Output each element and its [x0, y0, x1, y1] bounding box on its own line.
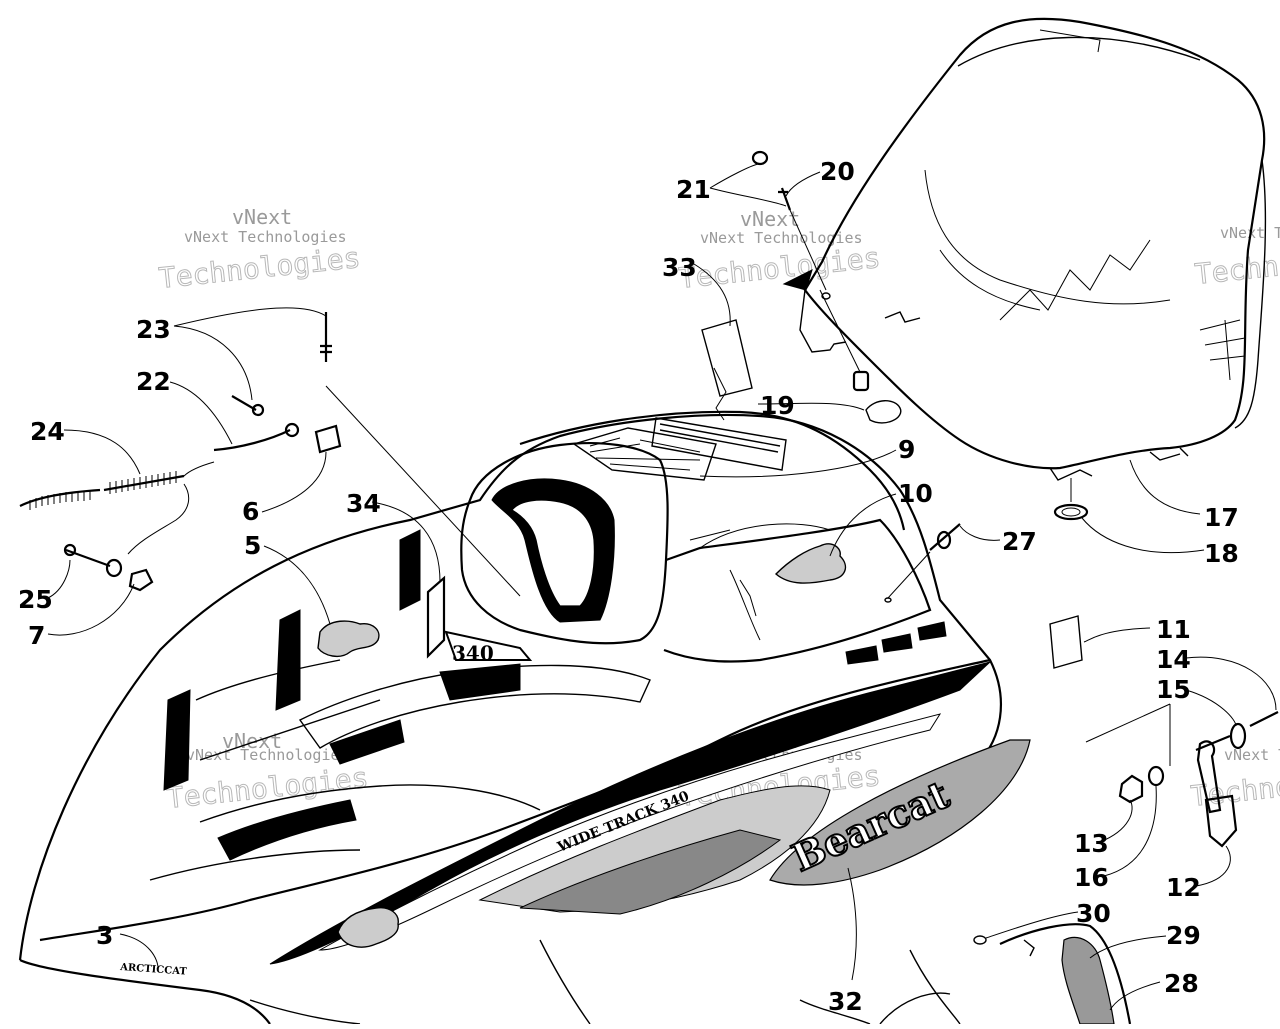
- watermark-full: vNext Technologies: [700, 229, 863, 247]
- watermark-full: vNext Technologies: [1224, 746, 1280, 764]
- callout-11: 11: [1156, 615, 1191, 644]
- callout-33: 33: [662, 253, 697, 282]
- callout-22: 22: [136, 367, 171, 396]
- callout-19: 19: [760, 391, 795, 420]
- watermark-vnext: vNext: [232, 205, 292, 229]
- emblem-340: 340: [426, 575, 533, 665]
- small-decal: [1049, 615, 1083, 669]
- decal-plate: [701, 319, 753, 397]
- watermark-vnext: vNext: [740, 207, 800, 231]
- callout-30: 30: [1076, 899, 1111, 928]
- callout-7: 7: [28, 621, 45, 650]
- callout-34: 34: [346, 489, 381, 518]
- emblem-340-text: 340: [452, 641, 494, 665]
- watermark-group: vNext vNext Technologies Technologies vN…: [157, 205, 1280, 815]
- callout-15: 15: [1156, 675, 1191, 704]
- callout-14: 14: [1156, 645, 1191, 674]
- brand-decal: ARCTICCAT: [119, 962, 188, 978]
- hood-latch-assembly: [19, 312, 521, 597]
- callout-24: 24: [30, 417, 65, 446]
- grommet: [1053, 478, 1089, 521]
- watermark-full: vNext Technologies: [184, 228, 347, 246]
- callout-9: 9: [898, 435, 915, 464]
- push-pin: [884, 523, 961, 603]
- callout-21: 21: [676, 175, 711, 204]
- callout-27: 27: [1002, 527, 1037, 556]
- callout-12: 12: [1166, 873, 1201, 902]
- callout-28: 28: [1164, 969, 1199, 998]
- leader-lines: [47, 163, 1277, 1011]
- windshield: [799, 17, 1267, 481]
- callout-17: 17: [1204, 503, 1239, 532]
- callout-10: 10: [898, 479, 933, 508]
- callout-5: 5: [244, 531, 261, 560]
- lower-right-parts: [909, 923, 1132, 1025]
- callout-labels: 3 5 6 7 9 10 11 12 13 14 15 16 17 18 19 …: [18, 157, 1239, 1016]
- callout-20: 20: [820, 157, 855, 186]
- callout-13: 13: [1074, 829, 1109, 858]
- arrow-icon: [782, 269, 813, 291]
- callout-6: 6: [242, 497, 259, 526]
- watermark-tech: Technologies: [1193, 237, 1280, 291]
- watermark-full: vNext Technologies: [186, 746, 349, 764]
- windshield-bracket: [819, 289, 902, 424]
- callout-32: 32: [828, 987, 863, 1016]
- hood: [18, 410, 1002, 1025]
- watermark-tech: Technologies: [677, 241, 882, 295]
- callout-25: 25: [18, 585, 53, 614]
- callout-3: 3: [96, 921, 113, 950]
- callout-29: 29: [1166, 921, 1201, 950]
- pad: [774, 543, 847, 584]
- callout-23: 23: [136, 315, 171, 344]
- hood-latch-hardware: [1085, 703, 1279, 848]
- pad: [317, 620, 380, 658]
- watermark-tech: Technologies: [157, 241, 362, 295]
- windshield-screw: [751, 150, 831, 300]
- callout-16: 16: [1074, 863, 1109, 892]
- callout-18: 18: [1204, 539, 1239, 568]
- pad: [337, 907, 399, 948]
